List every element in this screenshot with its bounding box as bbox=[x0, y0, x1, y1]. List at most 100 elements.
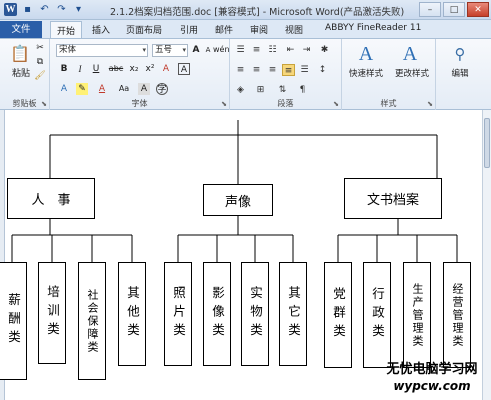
text-effects-icon[interactable]: A bbox=[60, 84, 68, 94]
node-personnel: 人 事 bbox=[7, 178, 95, 219]
strikethrough-button[interactable]: abc bbox=[108, 64, 124, 73]
font-size-select[interactable]: 五号 ▾ bbox=[152, 44, 188, 57]
show-marks-icon[interactable]: ¶ bbox=[299, 85, 306, 95]
sort-icon[interactable]: ⇅ bbox=[278, 85, 287, 95]
font-group-label: 字体 bbox=[131, 99, 148, 108]
window-title: 2.1.2档案归档范围.doc [兼容模式] - Microsoft Word(… bbox=[110, 7, 405, 18]
format-painter-icon[interactable]: 🖌 bbox=[34, 71, 46, 81]
borders-icon[interactable]: ⊞ bbox=[256, 85, 265, 95]
word-logo-icon[interactable]: W bbox=[4, 3, 17, 16]
superscript-button[interactable]: x² bbox=[145, 64, 155, 74]
window-controls: – □ ✕ bbox=[419, 2, 489, 17]
undo-icon[interactable]: ↶ bbox=[40, 4, 49, 15]
bold-button[interactable]: B bbox=[60, 64, 68, 74]
decrease-indent-icon[interactable]: ⇤ bbox=[286, 45, 295, 55]
leaf-administration: 行政类 bbox=[363, 262, 391, 368]
vertical-scrollbar[interactable] bbox=[482, 110, 491, 400]
tab-page-layout[interactable]: 页面布局 bbox=[126, 26, 163, 36]
chinese-layout-icon[interactable]: ✱ bbox=[320, 45, 329, 55]
styles-group-label: 样式 bbox=[380, 99, 397, 108]
clipboard-group-label: 剪贴板 bbox=[12, 99, 37, 108]
cut-icon[interactable]: ✂ bbox=[36, 43, 44, 53]
enclose-characters-icon[interactable]: 字 bbox=[156, 83, 168, 95]
save-icon[interactable]: ▪ bbox=[24, 4, 31, 15]
scrollbar-thumb[interactable] bbox=[484, 118, 490, 168]
justify-icon[interactable]: ≡ bbox=[282, 64, 295, 76]
tab-references[interactable]: 引用 bbox=[180, 26, 199, 36]
distributed-icon[interactable]: ☰ bbox=[300, 65, 309, 75]
binoculars-icon[interactable]: ⚲ bbox=[454, 45, 466, 63]
org-chart-connectors bbox=[11, 120, 458, 262]
tab-home[interactable]: 开始 bbox=[50, 21, 83, 38]
numbering-icon[interactable]: ≡ bbox=[252, 45, 261, 55]
styles-group: A 快速样式 A 更改样式 样式 ⬊ bbox=[342, 39, 436, 110]
minimize-button[interactable]: – bbox=[419, 2, 441, 17]
chevron-down-icon: ▾ bbox=[182, 46, 186, 54]
font-launcher-icon[interactable]: ⬊ bbox=[221, 100, 227, 108]
subscript-button[interactable]: x₂ bbox=[129, 64, 139, 74]
ribbon: 📋 粘贴 ✂ ⧉ 🖌 剪贴板 ⬊ 宋体 ▾ 五号 ▾ A A wén B I U… bbox=[0, 38, 491, 110]
editing-button[interactable]: 编辑 bbox=[451, 69, 469, 79]
underline-button[interactable]: U bbox=[92, 64, 100, 74]
increase-indent-icon[interactable]: ⇥ bbox=[302, 45, 311, 55]
grow-font-icon[interactable]: A bbox=[192, 45, 200, 55]
tab-insert[interactable]: 插入 bbox=[92, 26, 111, 36]
align-left-icon[interactable]: ≡ bbox=[236, 65, 245, 75]
tab-abbyy[interactable]: ABBYY FineReader 11 bbox=[325, 23, 422, 33]
leaf-physical: 实物类 bbox=[241, 262, 269, 366]
customize-qat-icon[interactable]: ▾ bbox=[75, 4, 82, 15]
watermark-line2: wypcw.com bbox=[393, 379, 471, 393]
quick-styles-icon[interactable]: A bbox=[358, 43, 374, 65]
close-button[interactable]: ✕ bbox=[467, 2, 489, 17]
node-audiovisual: 声像 bbox=[203, 184, 273, 216]
redo-icon[interactable]: ↷ bbox=[57, 4, 66, 15]
highlight-icon[interactable]: ✎ bbox=[76, 83, 88, 95]
watermark-line1: 无忧电脑学习网 bbox=[386, 362, 478, 377]
tab-view[interactable]: 视图 bbox=[285, 26, 304, 36]
character-shading-icon[interactable]: A bbox=[138, 83, 150, 95]
change-case-icon[interactable]: Aa bbox=[118, 84, 130, 93]
title-bar: W ▪ ↶ ↷ ▾ 2.1.2档案归档范围.doc [兼容模式] - Micro… bbox=[0, 0, 491, 20]
copy-icon[interactable]: ⧉ bbox=[36, 57, 44, 67]
italic-button[interactable]: I bbox=[78, 64, 82, 74]
change-styles-button[interactable]: 更改样式 bbox=[394, 69, 429, 79]
align-right-icon[interactable]: ≡ bbox=[268, 65, 277, 75]
paragraph-group: ☰ ≡ ☷ ⇤ ⇥ ✱ ≡ ≡ ≡ ≡ ☰ ↕ ◈ ⊞ ⇅ ¶ 段落 ⬊ bbox=[230, 39, 342, 110]
font-color-icon[interactable]: A bbox=[98, 84, 106, 94]
paragraph-launcher-icon[interactable]: ⬊ bbox=[333, 100, 339, 108]
leaf-other-2: 其它类 bbox=[279, 262, 307, 366]
align-center-icon[interactable]: ≡ bbox=[252, 65, 261, 75]
node-documents: 文书档案 bbox=[344, 178, 442, 219]
change-styles-icon[interactable]: A bbox=[402, 43, 418, 65]
line-spacing-icon[interactable]: ↕ bbox=[318, 65, 327, 75]
document-area[interactable]: 人 事 声像 文书档案 薪酬类 培训类 社会保障类 其他类 照片类 影像类 实物… bbox=[0, 110, 482, 400]
character-border-icon[interactable]: A bbox=[178, 63, 190, 75]
clipboard-group: 📋 粘贴 ✂ ⧉ 🖌 剪贴板 ⬊ bbox=[0, 39, 50, 110]
leaf-photo: 照片类 bbox=[164, 262, 192, 366]
editing-group: ⚲ 编辑 bbox=[436, 39, 491, 110]
paste-button[interactable]: 粘贴 bbox=[11, 69, 30, 79]
tab-mailings[interactable]: 邮件 bbox=[215, 26, 234, 36]
multilevel-list-icon[interactable]: ☷ bbox=[268, 45, 277, 55]
bullets-icon[interactable]: ☰ bbox=[236, 45, 245, 55]
leaf-video: 影像类 bbox=[203, 262, 231, 366]
font-name-select[interactable]: 宋体 ▾ bbox=[56, 44, 148, 57]
quick-styles-button[interactable]: 快速样式 bbox=[348, 69, 383, 79]
leaf-social-security: 社会保障类 bbox=[78, 262, 106, 380]
font-name-value: 宋体 bbox=[59, 45, 77, 55]
clipboard-launcher-icon[interactable]: ⬊ bbox=[41, 100, 47, 108]
clear-formatting-icon[interactable]: A bbox=[162, 64, 170, 74]
phonetic-guide-icon[interactable]: wén bbox=[213, 45, 230, 54]
tab-file[interactable]: 文件 bbox=[0, 21, 42, 38]
maximize-button[interactable]: □ bbox=[443, 2, 465, 17]
shading-icon[interactable]: ◈ bbox=[237, 85, 244, 95]
leaf-production: 生产管理类 bbox=[403, 262, 431, 368]
shrink-font-icon[interactable]: A bbox=[205, 46, 211, 54]
leaf-business: 经营管理类 bbox=[443, 262, 471, 368]
vertical-ruler bbox=[0, 110, 5, 400]
tab-review[interactable]: 审阅 bbox=[250, 26, 269, 36]
site-watermark: 无忧电脑学习网 wypcw.com bbox=[378, 362, 486, 394]
paste-icon[interactable]: 📋 bbox=[10, 44, 30, 63]
styles-launcher-icon[interactable]: ⬊ bbox=[427, 100, 433, 108]
leaf-salary: 薪酬类 bbox=[0, 262, 27, 380]
